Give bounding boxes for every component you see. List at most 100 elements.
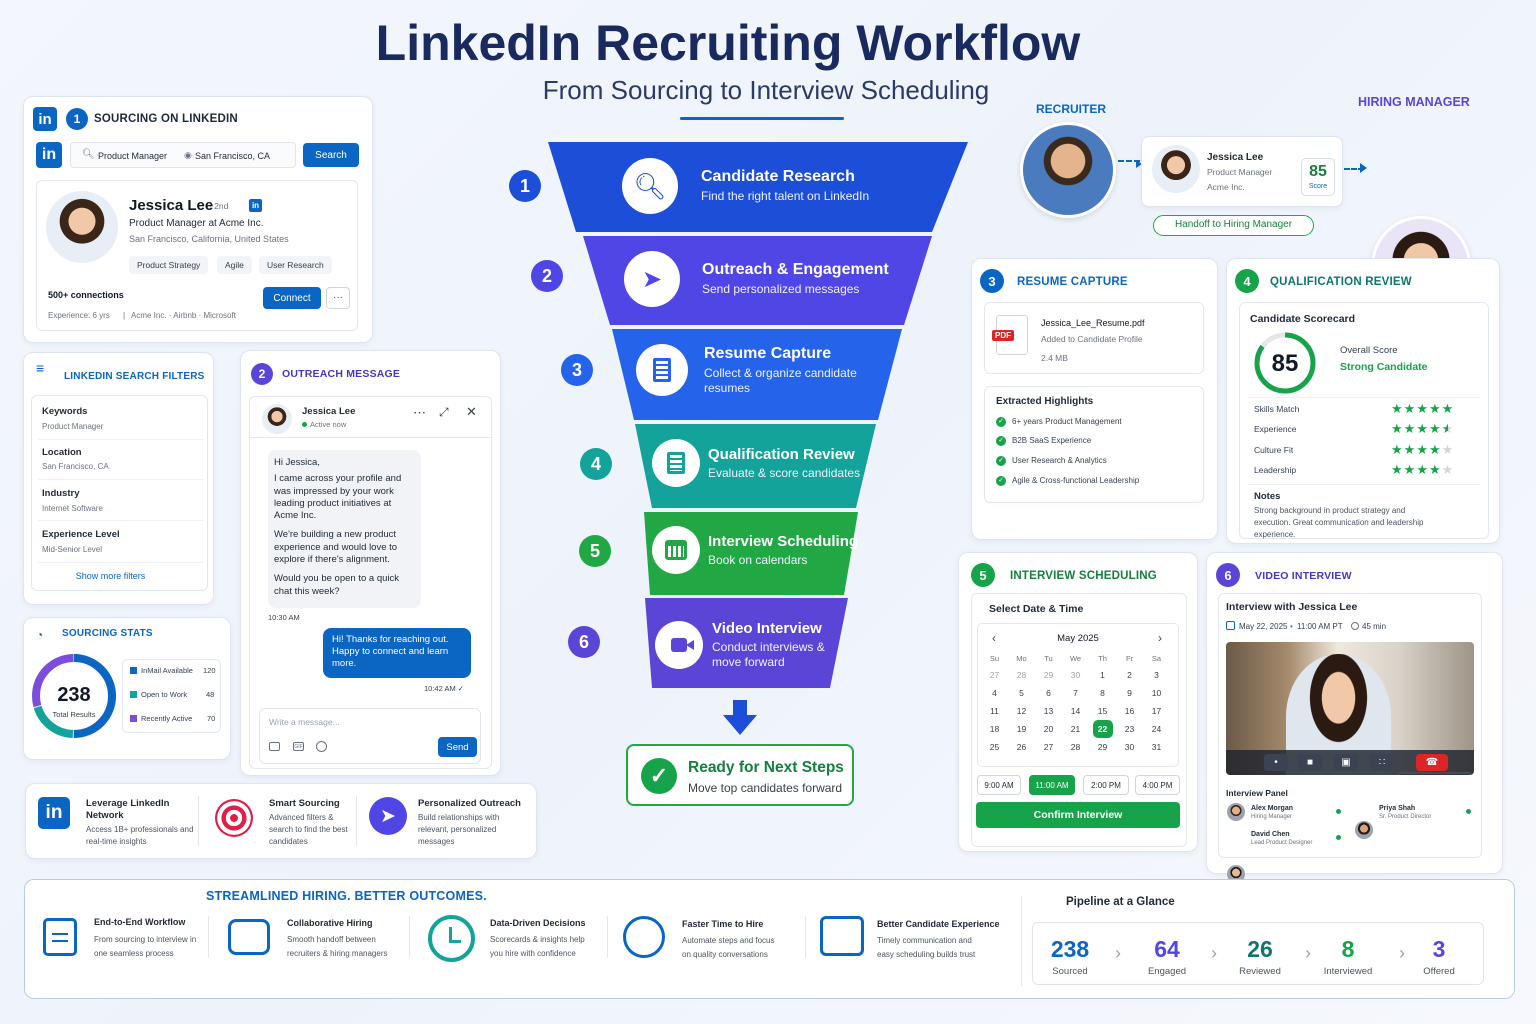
time-slot-selected[interactable]: 11:00 AM <box>1029 775 1075 795</box>
calendar-day[interactable]: 17 <box>1151 706 1162 716</box>
stage-desc: Book on calendars <box>708 552 808 567</box>
time-slot[interactable]: 2:00 PM <box>1083 775 1129 795</box>
legend-label: InMail Available <box>141 666 193 675</box>
donut-segment-inmail <box>32 654 116 738</box>
calendar-day[interactable]: 29 <box>1097 742 1108 752</box>
stage-desc: Conduct interviews & move forward <box>712 640 825 669</box>
prev-month-icon[interactable]: ‹ <box>992 631 996 645</box>
ready-card: ✓ Ready for Next Steps Move top candidat… <box>626 744 854 806</box>
expand-icon[interactable]: ⤢ <box>439 405 449 419</box>
handoff-button[interactable]: Handoff to Hiring Manager <box>1153 215 1314 236</box>
calendar-day[interactable]: 18 <box>989 724 1000 734</box>
calendar-day[interactable]: 9 <box>1127 688 1132 698</box>
legend-swatch <box>130 715 137 722</box>
benefit-desc: Advanced filters & search to find the be… <box>269 813 348 846</box>
calendar-day[interactable]: 29 <box>1043 670 1054 680</box>
time-slot[interactable]: 9:00 AM <box>977 775 1021 795</box>
candidate-location: San Francisco, California, United States <box>129 234 289 244</box>
emoji-icon[interactable] <box>316 741 327 752</box>
more-button[interactable]: ··· <box>326 287 350 309</box>
filter-list: Keywords Product Manager Location San Fr… <box>31 395 208 591</box>
message-input[interactable]: Write a message... <box>269 717 340 727</box>
online-dot-icon <box>1336 835 1341 840</box>
feature-title: Faster Time to Hire <box>682 919 764 929</box>
calendar-day[interactable]: 15 <box>1097 706 1108 716</box>
calendar-day[interactable]: 27 <box>989 670 1000 680</box>
camera-icon[interactable]: ■ <box>1298 754 1322 771</box>
chevron-right-icon: › <box>1211 943 1217 963</box>
image-icon[interactable] <box>269 742 280 751</box>
divider <box>356 796 357 846</box>
pipeline-title: Pipeline at a Glance <box>1066 896 1175 908</box>
calendar-day[interactable]: 19 <box>1016 724 1027 734</box>
handoff-candidate-card[interactable]: Jessica Lee Product Manager Acme Inc. 85… <box>1141 136 1343 207</box>
more-options-icon[interactable]: ⋯ <box>413 405 426 420</box>
weekday-label: Fr <box>1125 653 1134 663</box>
calendar-day[interactable]: 12 <box>1016 706 1027 716</box>
calendar-day[interactable]: 11 <box>990 706 999 716</box>
filter-value[interactable]: San Francisco, CA <box>42 462 109 471</box>
calendar-day[interactable]: 26 <box>1016 742 1027 752</box>
show-more-filters-link[interactable]: Show more filters <box>75 571 146 581</box>
notes-text: Strong background in product strategy an… <box>1254 506 1424 539</box>
connect-button[interactable]: Connect <box>263 287 321 309</box>
send-button[interactable]: Send <box>438 737 477 757</box>
half-star-icon: ★ <box>1441 421 1455 436</box>
next-month-icon[interactable]: › <box>1158 631 1162 645</box>
calendar-day[interactable]: 6 <box>1046 688 1051 698</box>
feature-desc: Scorecards & insights help you hire with… <box>490 935 585 958</box>
calendar-day[interactable]: 28 <box>1070 742 1081 752</box>
search-button[interactable]: Search <box>303 143 359 167</box>
calendar-day[interactable]: 4 <box>992 688 997 698</box>
benefit-title: Smart Sourcing <box>269 798 340 809</box>
highlight-item: B2B SaaS Experience <box>1012 436 1092 445</box>
calendar-day[interactable]: 13 <box>1043 706 1054 716</box>
calendar-day[interactable]: 28 <box>1016 670 1027 680</box>
check-icon: ✓ <box>996 417 1006 427</box>
calendar-day[interactable]: 10 <box>1151 688 1162 698</box>
confirm-interview-button[interactable]: Confirm Interview <box>976 802 1180 828</box>
filter-value[interactable]: Mid-Senior Level <box>42 545 103 554</box>
calendar-day[interactable]: 16 <box>1124 706 1135 716</box>
close-icon[interactable]: ✕ <box>466 404 477 419</box>
calendar-day[interactable]: 24 <box>1151 724 1162 734</box>
active-dot-icon <box>302 422 307 427</box>
calendar-day[interactable]: 30 <box>1124 742 1135 752</box>
calendar-day-selected[interactable]: 22 <box>1089 720 1116 738</box>
message-paragraph: Hi Jessica, <box>274 457 320 468</box>
search-bar[interactable]: 🔍︎ Product Manager ◉ San Francisco, CA <box>70 142 296 168</box>
calendar-day[interactable]: 8 <box>1100 688 1105 698</box>
calendar-day[interactable]: 2 <box>1127 670 1132 680</box>
end-call-icon[interactable]: ☎︎ <box>1416 754 1448 771</box>
weekday-label: Tu <box>1044 653 1053 663</box>
calendar-day[interactable]: 7 <box>1073 688 1078 698</box>
share-screen-icon[interactable]: ▣ <box>1334 754 1358 771</box>
arrow-head-icon <box>1360 163 1367 173</box>
calendar-day[interactable]: 23 <box>1124 724 1135 734</box>
calendar-day[interactable]: 5 <box>1019 688 1024 698</box>
calendar-day[interactable]: 21 <box>1070 724 1081 734</box>
time-slot[interactable]: 4:00 PM <box>1135 775 1180 795</box>
calendar-day[interactable]: 27 <box>1043 742 1054 752</box>
calendar-day[interactable]: 31 <box>1151 742 1162 752</box>
calendar-day[interactable]: 30 <box>1070 670 1081 680</box>
calendar-day[interactable]: 3 <box>1154 670 1159 680</box>
calendar-day[interactable]: 14 <box>1070 706 1081 716</box>
filter-value[interactable]: Product Manager <box>42 422 104 431</box>
stage-title: Qualification Review <box>708 445 855 463</box>
more-options-icon[interactable]: ∷ <box>1370 754 1394 771</box>
calendar-icon <box>1226 621 1235 630</box>
microphone-icon[interactable]: • <box>1264 754 1288 771</box>
calendar-day[interactable]: 25 <box>989 742 1000 752</box>
calendar-day[interactable]: 1 <box>1100 670 1105 680</box>
gif-icon[interactable]: GIF <box>293 742 304 751</box>
filter-value[interactable]: Internet Software <box>42 504 103 513</box>
resume-file[interactable]: PDF Jessica_Lee_Resume.pdf Added to Cand… <box>984 302 1204 374</box>
calendar-day[interactable]: 20 <box>1043 724 1054 734</box>
